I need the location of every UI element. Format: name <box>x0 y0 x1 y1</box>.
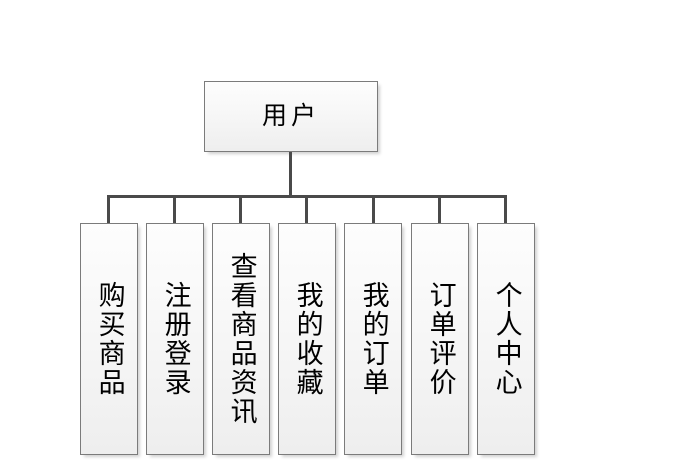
node-child-label: 注册登录 <box>160 281 191 397</box>
node-root[interactable]: 用户 <box>204 81 378 152</box>
node-child-order-reviews[interactable]: 订单评价 <box>411 223 469 455</box>
node-child-label: 我的收藏 <box>292 281 323 397</box>
node-child-register-login[interactable]: 注册登录 <box>146 223 204 455</box>
node-child-label: 购买商品 <box>94 281 125 397</box>
node-child-label: 个人中心 <box>491 281 522 397</box>
connector-drop-4 <box>305 195 308 224</box>
connector-drop-2 <box>173 195 176 224</box>
node-child-personal-center[interactable]: 个人中心 <box>477 223 535 455</box>
node-child-my-orders[interactable]: 我的订单 <box>344 223 402 455</box>
connector-drop-6 <box>438 195 441 224</box>
connector-drop-5 <box>372 195 375 224</box>
node-child-view-product-info[interactable]: 查看商品资讯 <box>212 223 270 455</box>
connector-drop-1 <box>107 195 110 224</box>
node-child-label: 我的订单 <box>358 281 389 397</box>
connector-drop-7 <box>504 195 507 224</box>
node-child-label: 查看商品资讯 <box>226 252 257 426</box>
node-child-purchase-goods[interactable]: 购买商品 <box>80 223 138 455</box>
node-root-label: 用户 <box>261 103 320 130</box>
node-child-my-favorites[interactable]: 我的收藏 <box>278 223 336 455</box>
node-child-label: 订单评价 <box>425 281 456 397</box>
connector-root-vertical <box>289 152 292 197</box>
connector-drop-3 <box>239 195 242 224</box>
